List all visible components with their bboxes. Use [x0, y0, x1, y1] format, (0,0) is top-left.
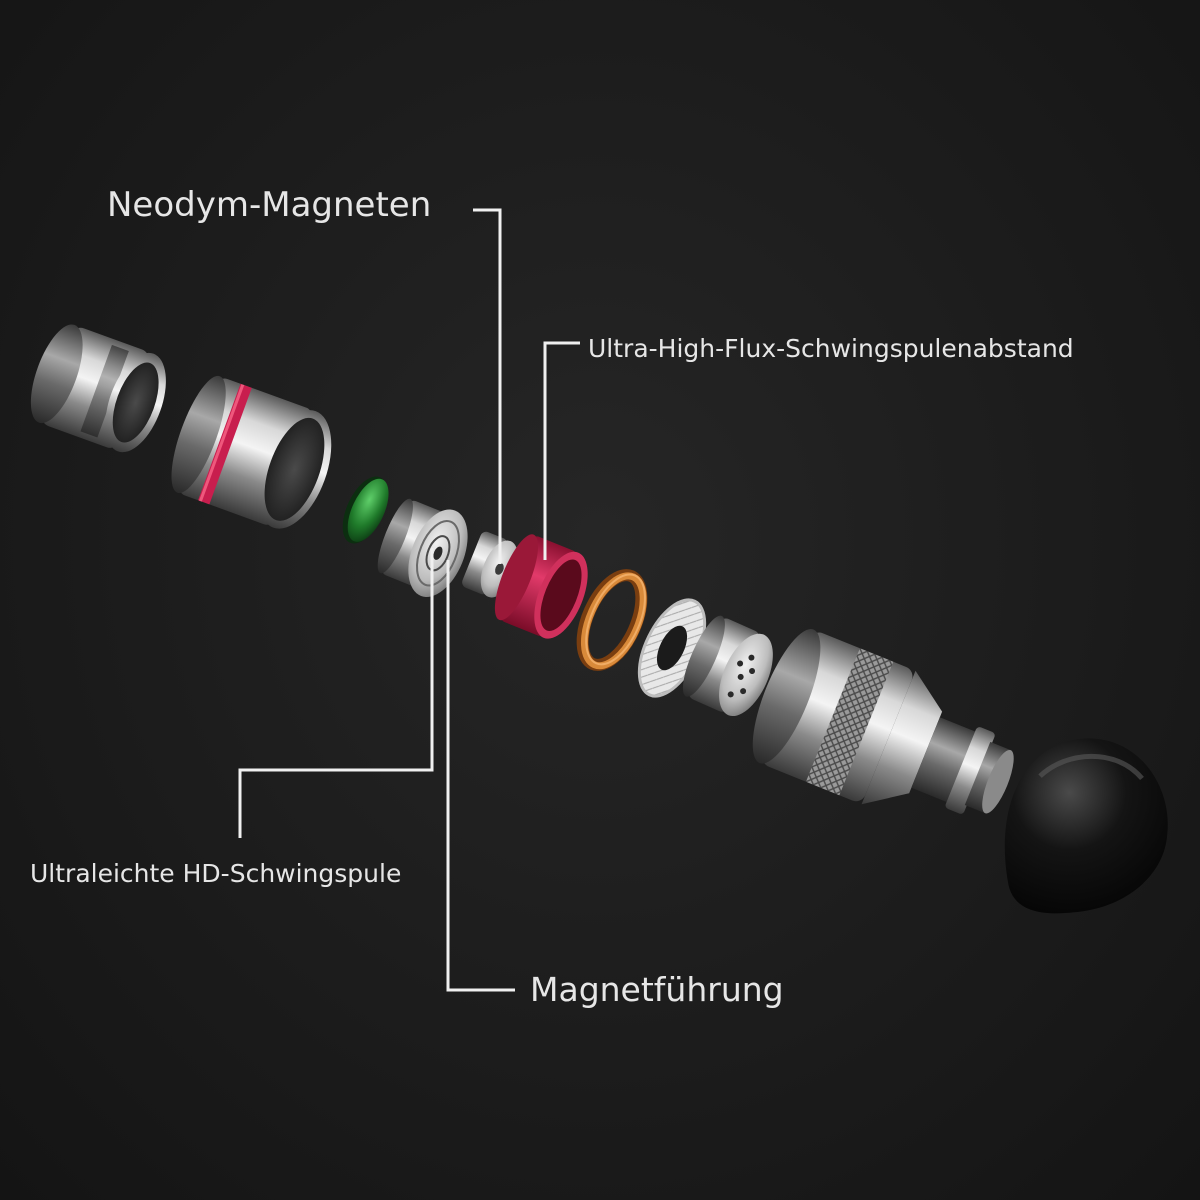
- ear-tip: [1004, 738, 1168, 914]
- leader-line-flux: [543, 341, 580, 560]
- label-neodym-magnets: Neodym-Magneten: [107, 185, 432, 225]
- label-ultralight-voice-coil: Ultraleichte HD-Schwingspule: [30, 859, 402, 888]
- grille-cap: [682, 615, 773, 717]
- green-filter: [342, 476, 389, 544]
- leader-line-coil: [238, 548, 434, 838]
- label-magnet-guide: Magnetführung: [530, 970, 784, 1009]
- red-band-housing: [171, 375, 332, 529]
- leader-line-guide: [446, 560, 515, 992]
- knurled-front-housing: [752, 629, 1014, 814]
- leader-line-neodym: [473, 208, 502, 564]
- magnetic-guide: [377, 498, 468, 597]
- pink-spacer-ring: [494, 534, 588, 639]
- label-ultra-high-flux-gap: Ultra-High-Flux-Schwingspulenabstand: [588, 334, 1074, 363]
- back-cap: [30, 324, 166, 453]
- copper-voice-coil: [576, 569, 648, 671]
